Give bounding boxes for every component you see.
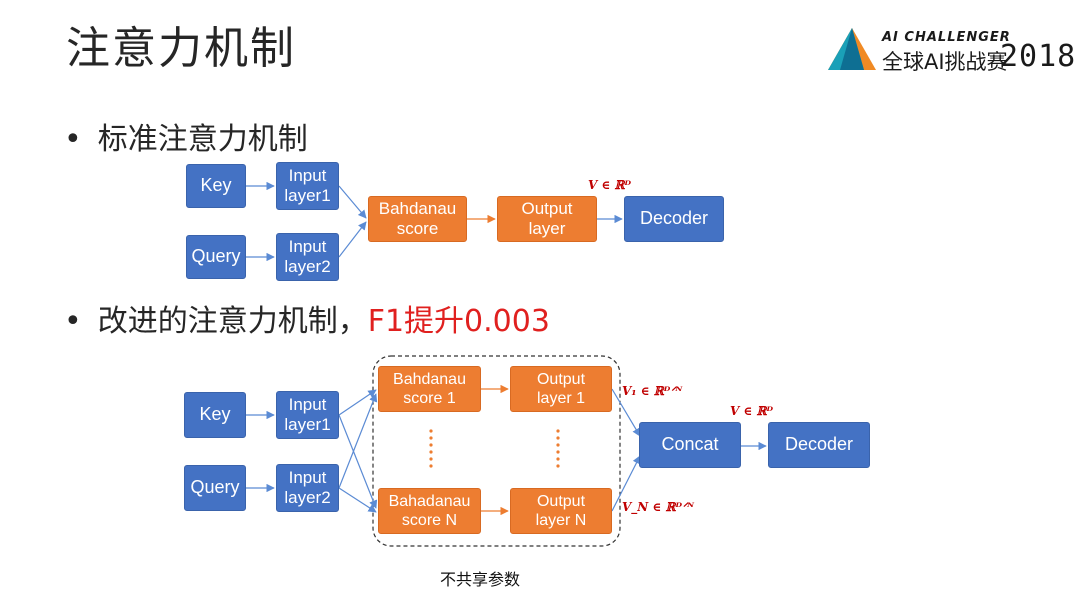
- logo-line1: AI CHALLENGER: [882, 30, 1011, 45]
- d2-query-node: Query: [184, 465, 246, 511]
- bullet-standard-attention: • 标准注意力机制: [64, 114, 308, 158]
- edge-input1-score: [338, 185, 367, 219]
- edge-outputN-concat: [611, 455, 641, 512]
- ai-challenger-logo: AI CHALLENGER 全球AI挑战赛 2018: [826, 26, 1076, 76]
- d1-output-layer-node: Output layer: [497, 196, 597, 242]
- unshared-params-box: [372, 355, 621, 547]
- edge-input1-score1: [338, 389, 377, 416]
- slide-title: 注意力机制: [66, 23, 296, 74]
- d1-v-annotation: V ∈ ℝᴰ: [588, 178, 632, 192]
- edge-output1-concat: [611, 388, 641, 437]
- d2-input-layer1-node: Input layer1: [276, 391, 339, 439]
- logo-line2: 全球AI挑战赛: [882, 50, 1008, 74]
- d1-input-layer1-node: Input layer1: [276, 162, 339, 210]
- d2-concat-node: Concat: [639, 422, 741, 468]
- bullet-text: 改进的注意力机制，: [97, 304, 368, 339]
- d2-output-layer1-node: Output layer 1: [510, 366, 612, 412]
- d2-output-layerN-node: Output layer N: [510, 488, 612, 534]
- d2-input-layer2-node: Input layer2: [276, 464, 339, 512]
- d2-decoder-node: Decoder: [768, 422, 870, 468]
- d1-key-node: Key: [186, 164, 246, 208]
- bullet-marker: •: [64, 122, 82, 157]
- bullet-highlight: F1提升0.003: [367, 304, 550, 339]
- bullet-text: 标准注意力机制: [97, 122, 308, 157]
- d2-bahdanau-score1-node: Bahdanau score 1: [378, 366, 481, 412]
- bullet-improved-attention: • 改进的注意力机制，F1提升0.003: [64, 296, 550, 340]
- edge-input2-score1: [338, 393, 378, 489]
- d2-vn-annotation: V_N ∈ ℝᴰᐟᴺ: [622, 500, 695, 514]
- d1-bahdanau-score-node: Bahdanau score: [368, 196, 467, 242]
- d1-query-node: Query: [186, 235, 246, 279]
- edge-input1-scoreN: [338, 414, 378, 509]
- edge-input2-score: [338, 221, 367, 258]
- d2-bahadanau-scoreN-node: Bahadanau score N: [378, 488, 481, 534]
- d1-input-layer2-node: Input layer2: [276, 233, 339, 281]
- d2-v-annotation: V ∈ ℝᴰ: [730, 404, 774, 418]
- d2-v1-annotation: V₁ ∈ ℝᴰᐟᴺ: [622, 384, 683, 398]
- d2-key-node: Key: [184, 392, 246, 438]
- bullet-marker: •: [64, 304, 82, 339]
- unshared-params-caption: 不共享参数: [440, 570, 521, 589]
- edge-input2-scoreN: [338, 487, 377, 513]
- logo-triangle-icon: [828, 28, 876, 70]
- logo-year: 2018: [1000, 39, 1077, 74]
- d1-decoder-node: Decoder: [624, 196, 724, 242]
